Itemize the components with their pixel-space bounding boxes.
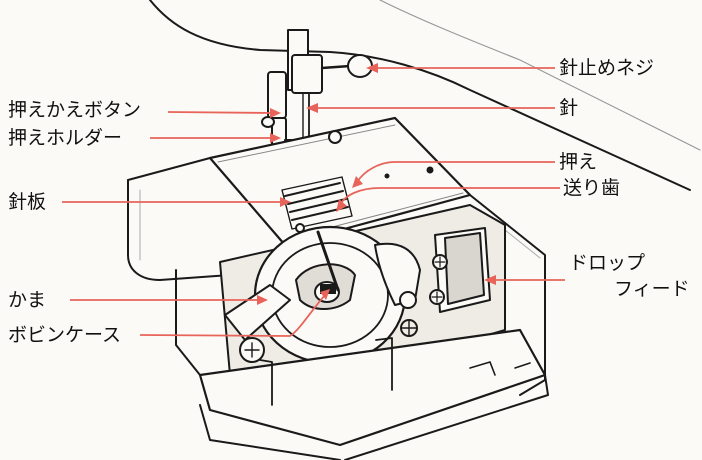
- label-hook: かま: [8, 289, 47, 311]
- label-drop-feed-line1: ドロップ: [569, 252, 646, 274]
- label-needle-clamp-screw: 針止めネジ: [559, 57, 655, 79]
- machine-arm: [149, 0, 701, 191]
- machine-bed: [127, 157, 546, 396]
- label-needle: 針: [559, 97, 579, 119]
- label-needle-plate: 針板: [8, 191, 47, 213]
- leader-arrowheads: [257, 63, 496, 305]
- label-presser-holder: 押えホルダー: [8, 127, 123, 149]
- label-drop-feed-line2: フィード: [614, 278, 690, 300]
- leader-presser-lever: [167, 111, 276, 114]
- label-feed-dog: 送り歯: [563, 177, 621, 199]
- label-presser-foot: 押え: [559, 151, 598, 173]
- leader-presser-foot: [356, 161, 555, 183]
- leader-bobbin-case: [139, 292, 328, 337]
- label-presser-lever: 押えかえボタン: [8, 99, 142, 121]
- needle-plate-shape: [208, 116, 472, 247]
- hook-cover: [198, 328, 549, 460]
- drop-feed-panel: [429, 227, 491, 313]
- label-bobbin-case: ボビンケース: [8, 324, 122, 346]
- leader-lines: [62, 67, 565, 337]
